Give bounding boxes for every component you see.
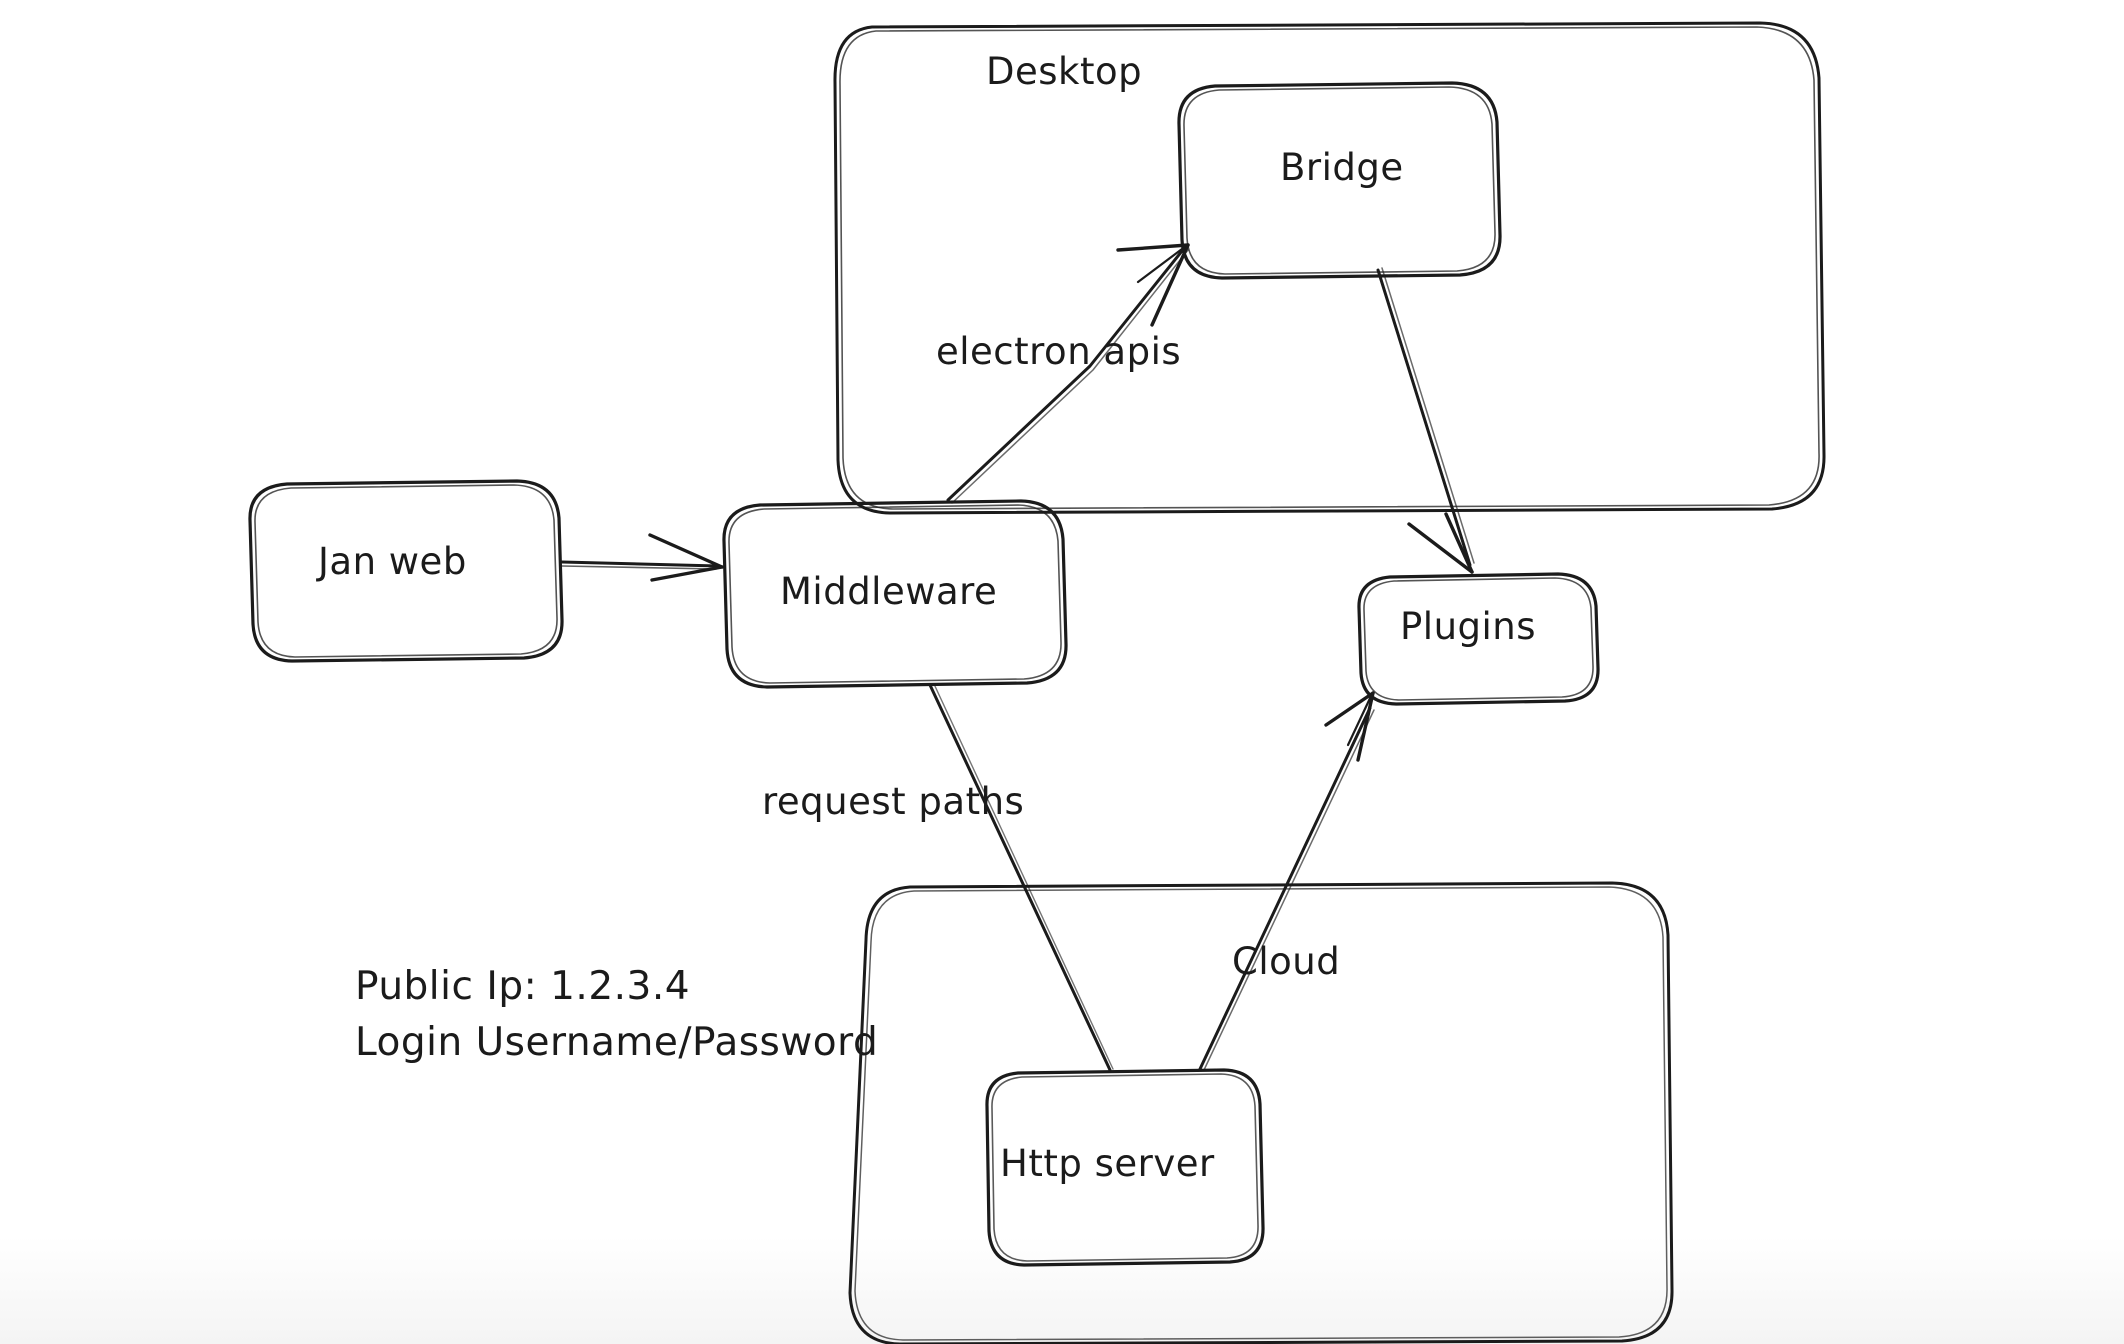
- edge-label-request-paths: request paths: [762, 780, 1025, 823]
- node-http-server-shape[interactable]: [985, 1068, 1265, 1267]
- node-bridge-shape[interactable]: [1177, 81, 1502, 280]
- note-login-credentials: Login Username/Password: [355, 1020, 879, 1065]
- arrowhead-icon: [1116, 243, 1190, 327]
- group-label-desktop: Desktop: [986, 50, 1143, 93]
- edge-bridge-to-plugins[interactable]: [1376, 267, 1475, 574]
- note-public-ip: Public Ip: 1.2.3.4: [355, 964, 691, 1009]
- edge-http-server-to-plugins[interactable]: [1198, 691, 1375, 1071]
- node-middleware-shape[interactable]: [722, 499, 1068, 689]
- arrowhead-icon: [1407, 512, 1474, 574]
- node-label-middleware: Middleware: [780, 570, 998, 613]
- edge-label-electron-apis: electron apis: [936, 330, 1182, 373]
- node-label-http-server: Http server: [1000, 1142, 1215, 1185]
- node-label-bridge: Bridge: [1280, 146, 1404, 189]
- node-jan-web-shape[interactable]: [248, 479, 564, 663]
- node-plugins-shape[interactable]: [1357, 572, 1600, 706]
- edge-jan-web-to-middleware[interactable]: [560, 533, 724, 582]
- arrowhead-icon: [648, 533, 724, 582]
- edge-middleware-to-bridge[interactable]: [946, 243, 1190, 504]
- arrowhead-icon: [1324, 691, 1375, 762]
- node-label-jan-web: Jan web: [318, 540, 467, 583]
- group-cloud-shape[interactable]: [848, 881, 1674, 1344]
- edge-middleware-to-http-server[interactable]: [928, 683, 1114, 1072]
- group-desktop-shape[interactable]: [833, 21, 1826, 515]
- node-label-plugins: Plugins: [1400, 605, 1537, 648]
- edge-label-cloud: Cloud: [1232, 940, 1341, 983]
